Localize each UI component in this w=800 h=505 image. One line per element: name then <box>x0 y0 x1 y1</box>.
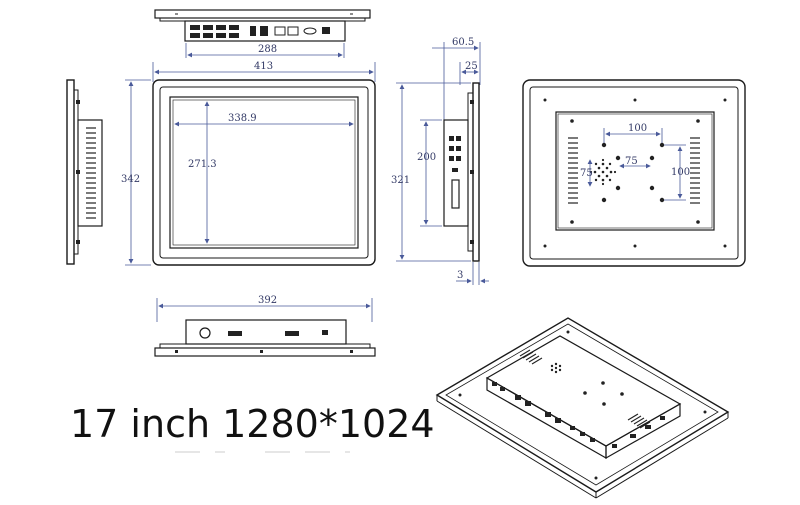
dim-vesa-inner-vertical: 75 <box>580 168 593 179</box>
bottom-view: 392 <box>154 295 376 357</box>
left-side-view <box>66 79 103 265</box>
dim-front-height: 342 <box>121 174 140 185</box>
dim-side-panel-height: 200 <box>417 152 436 163</box>
dim-side-total-height: 321 <box>391 175 410 186</box>
fan-grill <box>589 158 617 186</box>
dim-screen-width: 338.9 <box>228 113 257 124</box>
top-view: 288 <box>154 9 371 58</box>
product-caption: 17 inch 1280*1024 <box>70 402 435 446</box>
right-side-view: 60.5 25 200 321 3 <box>391 37 489 285</box>
isometric-view <box>435 317 730 499</box>
dim-side-depth: 60.5 <box>452 37 474 48</box>
dim-top-connector-width: 288 <box>258 44 277 55</box>
dim-vesa-horizontal: 100 <box>628 123 647 134</box>
back-view: 100 100 75 75 <box>522 79 746 267</box>
dim-bottom-width: 392 <box>258 295 277 306</box>
front-view: 413 342 338.9 271.3 <box>121 61 376 266</box>
top-connectors <box>190 25 330 38</box>
dim-vesa-vertical: 100 <box>671 167 690 178</box>
dim-front-width: 413 <box>254 61 273 72</box>
dim-bezel-thickness: 3 <box>457 270 463 281</box>
dim-screen-height: 271.3 <box>188 159 217 170</box>
dim-side-back-depth: 25 <box>465 61 478 72</box>
dim-vesa-inner-horizontal: 75 <box>625 156 638 167</box>
